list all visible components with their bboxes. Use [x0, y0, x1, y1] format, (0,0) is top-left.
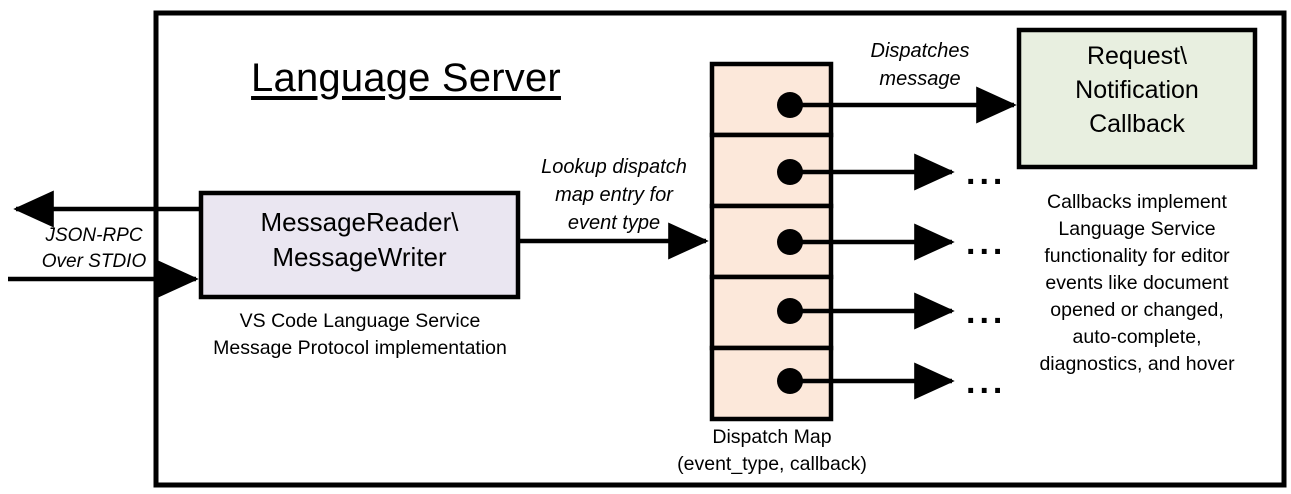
callback-caption-line2: Language Service: [1058, 218, 1216, 240]
message-box-label-line1: MessageReader\: [260, 207, 459, 237]
dispatch-ellipsis-2: ...: [966, 224, 1007, 262]
request-notification-callback-box: [1016, 27, 1258, 170]
dispatch-map-caption-line1: Dispatch Map: [712, 426, 832, 448]
dispatch-map-caption-line2: (event_type, callback): [677, 453, 867, 475]
callback-box-label-line1: Request\: [1086, 42, 1188, 70]
callback-box-label-line3: Callback: [1089, 110, 1185, 138]
lookup-annotation-line2: map entry for: [555, 184, 673, 206]
callback-caption-line7: diagnostics, and hover: [1039, 353, 1235, 375]
dispatch-annotation-line1: Dispatches: [870, 40, 970, 62]
dispatch-ellipsis-4: ...: [966, 363, 1007, 401]
dispatch-map-cell-4: [709, 345, 834, 422]
callback-caption-line3: functionality for editor: [1044, 245, 1230, 267]
dispatch-ellipsis-3: ...: [966, 293, 1007, 331]
callback-caption-line6: auto-complete,: [1072, 326, 1202, 348]
dispatch-annotation-line2: message: [879, 68, 961, 90]
lookup-annotation-line1: Lookup dispatch: [541, 156, 687, 178]
message-reader-writer-box: [198, 190, 521, 300]
dispatch-ellipsis-1: ...: [966, 154, 1007, 192]
language-server-container: [153, 10, 1287, 488]
external-io-label-line2: Over STDIO: [41, 251, 147, 272]
callback-caption-line5: opened or changed,: [1050, 299, 1224, 321]
message-box-label-line2: MessageWriter: [272, 242, 447, 272]
message-box-caption-line2: Message Protocol implementation: [213, 337, 507, 359]
lookup-annotation-line3: event type: [567, 212, 661, 234]
callback-caption-line1: Callbacks implement: [1047, 191, 1227, 213]
message-box-caption-line1: VS Code Language Service: [239, 310, 481, 332]
callback-box-label-line2: Notification: [1075, 76, 1199, 104]
callback-caption-line4: events like document: [1045, 272, 1229, 294]
page-title: Language Server: [251, 56, 561, 100]
external-io-label-line1: JSON-RPC: [45, 225, 143, 246]
dispatch-map-cell-0: [709, 61, 834, 138]
